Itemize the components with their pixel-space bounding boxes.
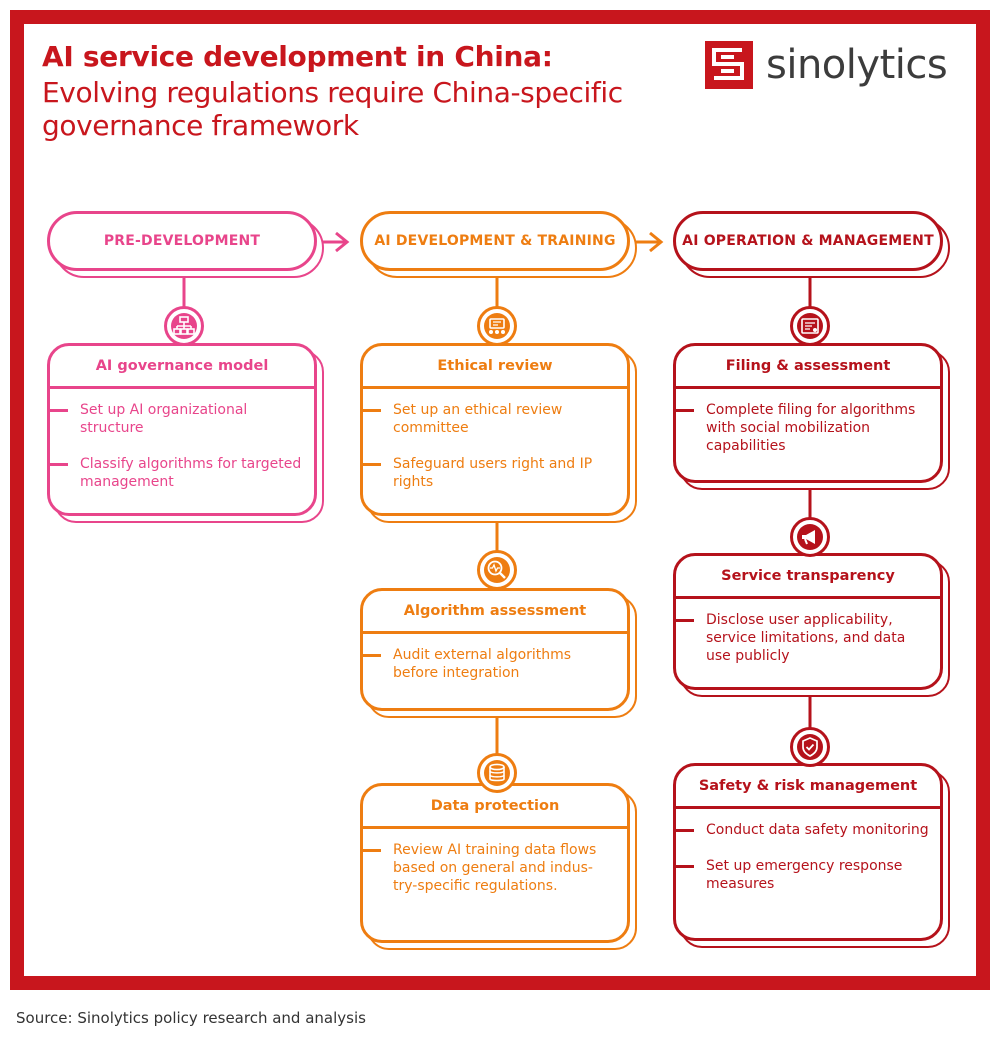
card-ethical-review: Ethical review Set up an ethical review … bbox=[360, 343, 630, 516]
source-note: Source: Sinolytics policy research and a… bbox=[16, 1009, 366, 1027]
list-item: Conduct data safety monitoring bbox=[676, 822, 929, 838]
phase-label: PRE-DEVELOPMENT bbox=[103, 233, 261, 249]
card-title: Ethical review bbox=[363, 346, 627, 389]
card-title: Data protection bbox=[363, 786, 627, 829]
card-title: AI governance model bbox=[50, 346, 314, 389]
list-item: Audit external algorithms before integra… bbox=[363, 646, 617, 682]
shield-icon bbox=[790, 727, 830, 767]
card-service-transparency: Service transparency Disclose user appli… bbox=[673, 553, 943, 690]
meeting-icon bbox=[477, 306, 517, 346]
page-subtitle: Evolving regulations require China-speci… bbox=[42, 75, 623, 143]
card-filing-assessment: Filing & assessment Complete filing for … bbox=[673, 343, 943, 483]
card-data-protection: Data protection Review AI training data … bbox=[360, 783, 630, 943]
card-safety-risk-management: Safety & risk management Conduct data sa… bbox=[673, 763, 943, 941]
phase-ai-development-training: AI DEVELOPMENT & TRAINING bbox=[360, 211, 630, 271]
database-icon bbox=[477, 753, 517, 793]
page-title: AI service development in China: bbox=[42, 40, 553, 73]
card-algorithm-assessment: Algorithm assessment Audit external algo… bbox=[360, 588, 630, 711]
list-item: Set up an ethical review committee bbox=[363, 401, 617, 437]
card-title: Service transparency bbox=[676, 556, 940, 599]
phase-pre-development: PRE-DEVELOPMENT bbox=[47, 211, 317, 271]
document-icon bbox=[790, 306, 830, 346]
list-item: Set up AI organizational structure bbox=[50, 401, 304, 437]
card-title: Safety & risk management bbox=[676, 766, 940, 809]
sinolytics-logo: sinolytics bbox=[704, 40, 966, 90]
arrow-right-icon bbox=[636, 231, 664, 253]
list-item: Review AI training data flows based on g… bbox=[363, 841, 617, 895]
title-block: AI service development in China: Evolvin… bbox=[42, 40, 682, 143]
org-chart-icon bbox=[164, 306, 204, 346]
phase-label: AI DEVELOPMENT & TRAINING bbox=[374, 233, 616, 249]
card-ai-governance-model: AI governance model Set up AI organizati… bbox=[47, 343, 317, 516]
logo-mark-icon bbox=[705, 41, 753, 89]
list-item: Complete filing for algorithms with soci… bbox=[676, 401, 930, 455]
list-item: Disclose user applicability, service lim… bbox=[676, 611, 930, 665]
magnifier-icon bbox=[477, 550, 517, 590]
logo-text: sinolytics bbox=[766, 42, 948, 88]
megaphone-icon bbox=[790, 517, 830, 557]
card-title: Algorithm assessment bbox=[363, 591, 627, 634]
list-item: Safeguard users right and IP rights bbox=[363, 455, 617, 491]
list-item: Classify algorithms for targeted managem… bbox=[50, 455, 304, 491]
list-item: Set up emergency response measures bbox=[676, 857, 930, 893]
arrow-right-icon bbox=[322, 231, 350, 253]
phase-label: AI OPERATION & MANAGEMENT bbox=[682, 233, 934, 249]
phase-ai-operation-management: AI OPERATION & MANAGEMENT bbox=[673, 211, 943, 271]
card-title: Filing & assessment bbox=[676, 346, 940, 389]
